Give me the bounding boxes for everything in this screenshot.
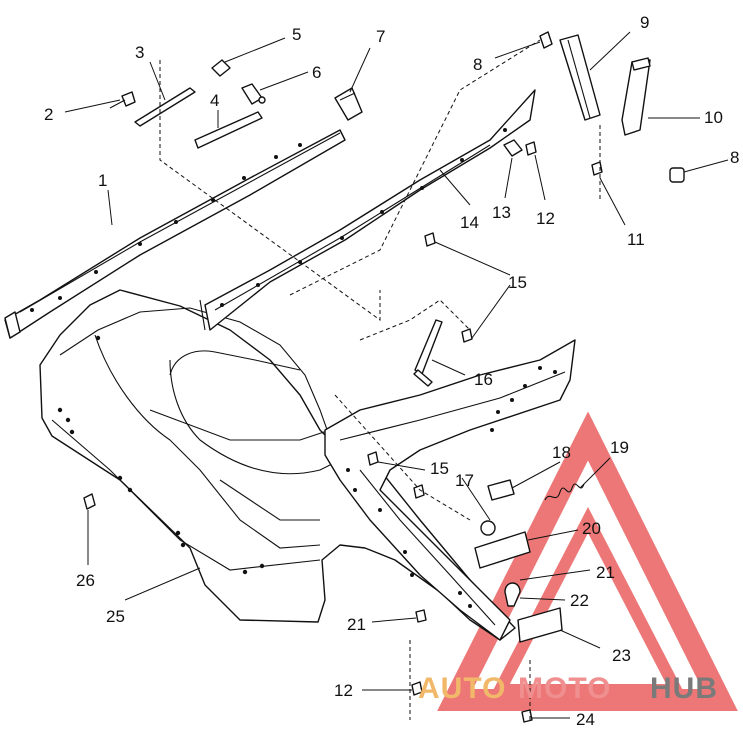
callout-25: 25 (106, 607, 125, 626)
bracket-part-16 (413, 319, 443, 387)
callout-labels: 1 2 3 4 5 6 7 8 8 9 10 11 12 12 13 14 15… (44, 13, 739, 729)
callout-21-left: 21 (347, 615, 366, 634)
cap-part-8 (539, 31, 685, 183)
block-part-18 (487, 479, 515, 501)
watermark-logo: AUTO MOTO HUB (418, 672, 718, 705)
callout-2: 2 (44, 105, 53, 124)
watermark-moto: MOTO (518, 672, 611, 705)
callout-16: 16 (474, 370, 493, 389)
callout-12-upper: 12 (536, 209, 555, 228)
callout-15-upper: 15 (508, 273, 527, 292)
watermark-hub: HUB (650, 672, 718, 705)
callout-13: 13 (492, 203, 511, 222)
rail-part-14 (199, 89, 536, 331)
callout-14: 14 (460, 213, 479, 232)
strip-part-4 (194, 111, 263, 149)
callout-1: 1 (98, 171, 107, 190)
callout-26: 26 (76, 571, 95, 590)
callout-3: 3 (135, 43, 144, 62)
callout-6: 6 (312, 63, 321, 82)
bracket-part-9 (559, 34, 601, 121)
bushing-part-6 (241, 83, 266, 105)
front-bumper-rail (324, 339, 576, 641)
callout-11: 11 (627, 230, 645, 249)
callout-19: 19 (610, 438, 629, 457)
spring-part-19 (544, 483, 585, 501)
callout-24: 24 (576, 710, 595, 729)
hinge-part-23 (517, 607, 563, 643)
fastener-bolts (83, 141, 603, 723)
callout-7: 7 (376, 27, 385, 46)
latch-plate-part-20 (474, 531, 531, 569)
handle-part-10 (621, 57, 651, 136)
hood-pan-part-25 (39, 289, 516, 641)
side-rail-part-1 (4, 129, 346, 339)
callout-15-lower: 15 (430, 459, 449, 478)
callout-4: 4 (210, 91, 219, 110)
hook-part-22 (504, 582, 521, 607)
callout-8-right: 8 (730, 148, 739, 167)
clip-part-5 (211, 59, 231, 77)
callout-12-lower: 12 (334, 681, 353, 700)
watermark-auto: AUTO (418, 672, 506, 705)
shim-part-3 (134, 87, 196, 127)
plug-part-17 (480, 520, 496, 536)
callout-9: 9 (640, 13, 649, 32)
bolt-part-2 (109, 91, 136, 109)
callout-10: 10 (704, 108, 723, 127)
leader-lines (64, 31, 729, 719)
assembly-centerlines (159, 39, 601, 720)
callout-21-right: 21 (596, 563, 615, 582)
nut-part-13 (503, 139, 523, 157)
watermark-triangle (437, 411, 738, 711)
callout-5: 5 (292, 25, 301, 44)
callout-23: 23 (612, 646, 631, 665)
callout-17: 17 (455, 471, 474, 490)
callout-18: 18 (552, 443, 571, 462)
callout-20: 20 (582, 519, 601, 538)
callout-22: 22 (570, 591, 589, 610)
callout-8-top: 8 (473, 55, 482, 74)
bracket-part-7 (334, 87, 363, 121)
